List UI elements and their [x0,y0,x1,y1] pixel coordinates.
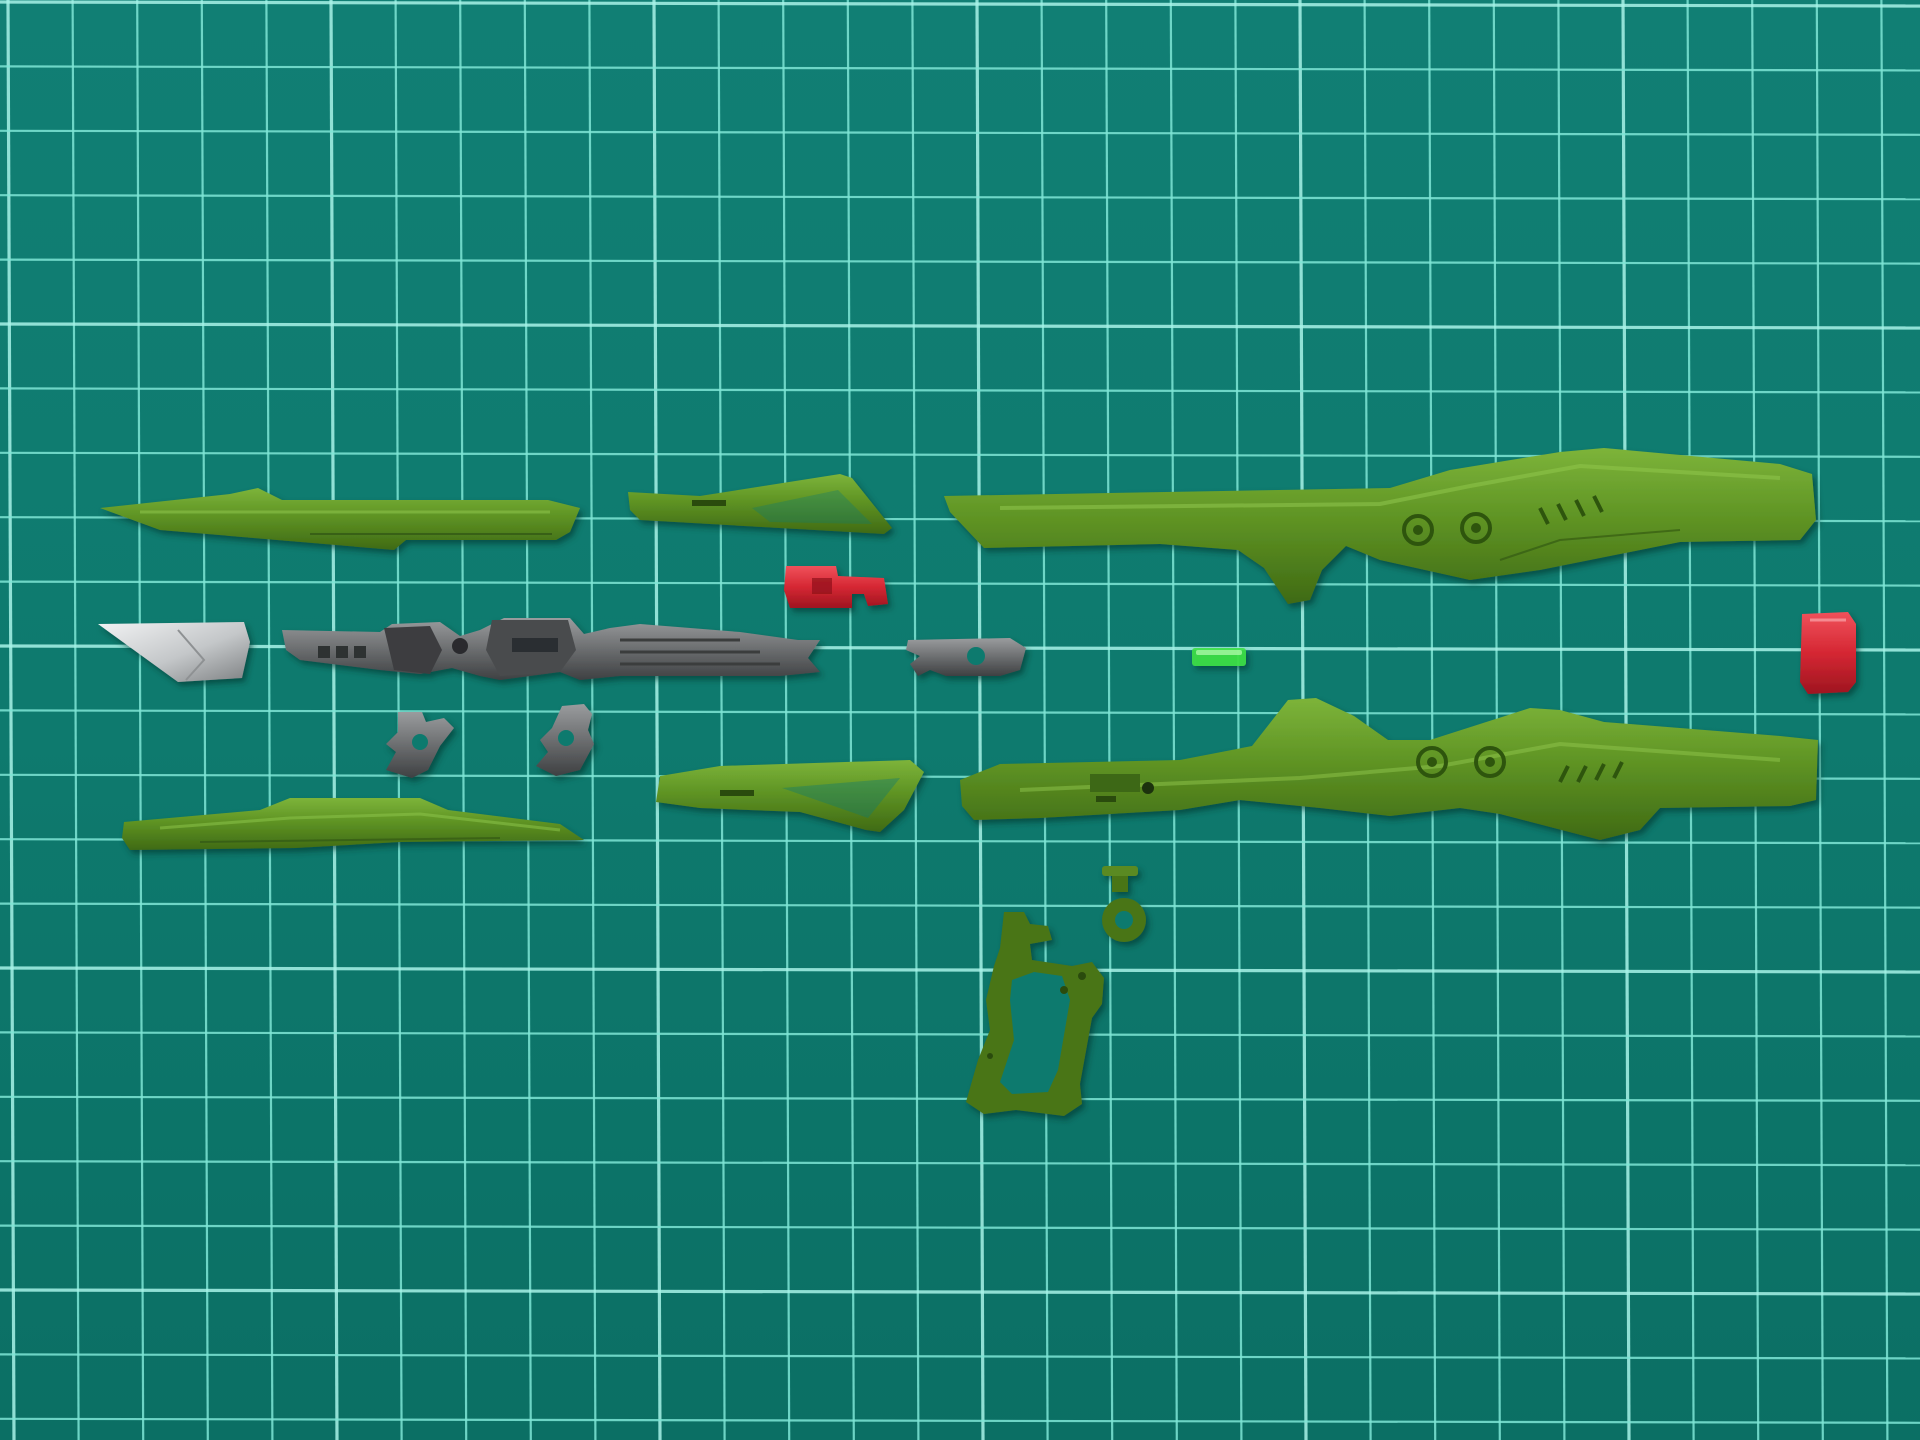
mat-grid-line-vertical [1751,0,1760,1440]
mat-grid-line-vertical [652,0,662,1440]
silver-blade-tip [98,622,250,682]
olive-peg-piece [1102,866,1146,942]
mat-grid-line-vertical [1169,0,1178,1440]
mat-grid-line-vertical [71,0,80,1440]
left-lower-armor-strip [122,798,584,850]
mat-grid-line-horizontal [0,129,1920,136]
mat-grid-line-vertical [1686,0,1695,1440]
mat-grid-line-vertical [265,0,274,1440]
mat-grid-line-horizontal [0,322,1920,330]
mat-grid-line-vertical [1234,0,1243,1440]
mat-grid-line-vertical [1040,0,1049,1440]
mat-grid-line-vertical [1621,0,1631,1440]
mat-grid-line-horizontal [0,902,1920,909]
small-grey-joint-left [386,712,454,778]
mat-grid-line-vertical [1105,0,1114,1440]
mat-grid-line-horizontal [0,1288,1920,1296]
red-sight-block [784,566,888,608]
mat-grid-line-vertical [1880,0,1889,1440]
mat-grid-line-vertical [523,0,532,1440]
red-end-cap [1800,612,1856,694]
grey-clip [906,638,1026,676]
middle-upper-fin [628,474,892,534]
mat-grid-line-vertical [459,0,468,1440]
mat-grid-line-horizontal [0,258,1920,265]
mat-grid-line-horizontal [0,966,1920,974]
mat-grid-line-vertical [6,0,16,1440]
mat-grid-line-horizontal [0,1224,1920,1231]
mat-grid-line-vertical [911,0,920,1440]
mat-grid-line-horizontal [0,709,1920,716]
mat-grid-line-vertical [1428,0,1437,1440]
mat-grid-line-horizontal [0,1095,1920,1102]
mat-grid-line-horizontal [0,387,1920,394]
clear-green-lens [1192,648,1246,666]
mat-grid-line-horizontal [0,1417,1920,1424]
mat-grid-line-vertical [588,0,597,1440]
middle-lower-fin [656,760,924,832]
mat-grid-line-horizontal [0,0,1920,8]
grey-inner-frame [282,618,820,680]
mat-grid-line-horizontal [0,580,1920,587]
mat-grid-line-horizontal [0,1031,1920,1038]
mat-grid-line-vertical [975,0,985,1440]
mat-grid-line-vertical [717,0,726,1440]
olive-grip-frame [966,912,1104,1116]
right-upper-rifle-half [944,448,1816,604]
small-grey-joint-right [536,704,594,776]
mat-grid-line-vertical [1815,0,1824,1440]
mat-grid-line-vertical [200,0,209,1440]
left-upper-armor-strip [100,488,580,550]
right-lower-rifle-half [960,698,1818,840]
kit-parts [98,448,1856,1116]
mat-grid-line-vertical [1363,0,1372,1440]
mat-grid-line-vertical [846,0,855,1440]
mat-grid-line-horizontal [0,1160,1920,1167]
mat-grid-line-horizontal [0,194,1920,201]
mat-grid-line-vertical [782,0,791,1440]
mat-grid-line-vertical [329,0,339,1440]
mat-grid-line-horizontal [0,65,1920,72]
mat-grid-line-vertical [136,0,145,1440]
mat-grid-line-horizontal [0,1353,1920,1360]
